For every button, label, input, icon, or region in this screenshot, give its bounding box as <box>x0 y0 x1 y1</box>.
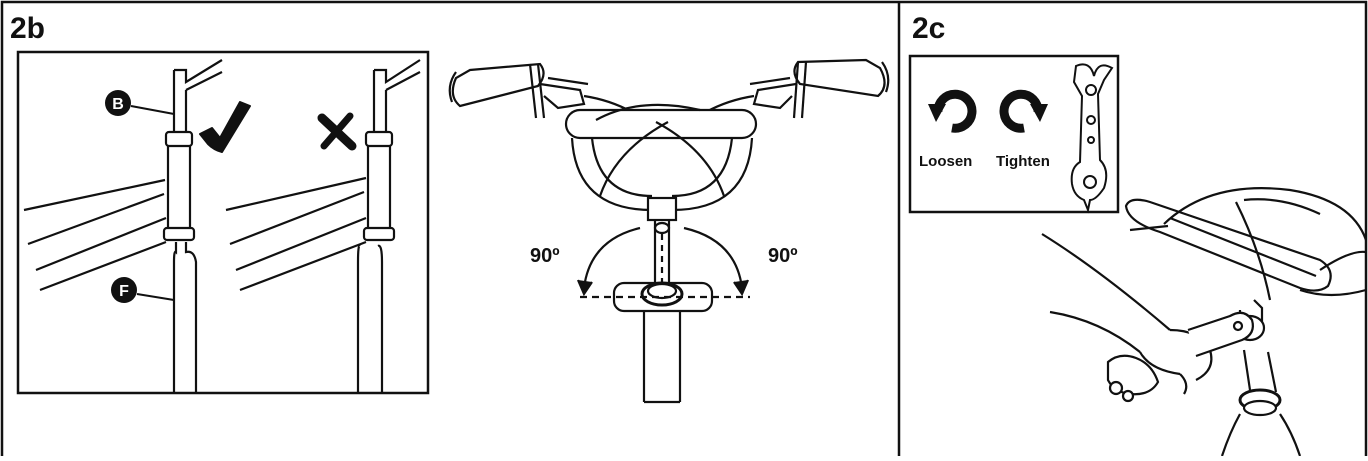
tighten-arrow-icon <box>999 89 1048 133</box>
wrench-legend-box: Loosen Tighten <box>908 54 1120 214</box>
inset-frame <box>16 50 430 395</box>
handlebar-top-view <box>448 58 890 404</box>
step-label-2c: 2c <box>912 12 946 45</box>
right-grip <box>749 58 890 119</box>
hand-tightening-stem <box>1041 187 1368 457</box>
callout-b: B <box>105 90 175 116</box>
step-label-2b: 2b <box>10 12 46 45</box>
fork-figure-correct <box>23 59 223 392</box>
checkmark-icon <box>199 101 251 153</box>
callout-b-label: B <box>112 96 124 113</box>
callout-f: F <box>111 277 175 303</box>
cross-icon <box>317 112 357 151</box>
left-grip <box>448 62 589 119</box>
angle-label-right: 90º <box>768 245 798 267</box>
wrench-icon <box>1070 63 1114 214</box>
tighten-label: Tighten <box>996 153 1050 170</box>
fork-alignment-inset: B F <box>16 50 430 395</box>
fork-figure-wrong <box>225 59 421 392</box>
loosen-label: Loosen <box>919 153 972 170</box>
loosen-arrow-icon <box>928 89 977 133</box>
angle-label-left: 90º <box>530 245 560 267</box>
callout-f-label: F <box>119 283 129 300</box>
